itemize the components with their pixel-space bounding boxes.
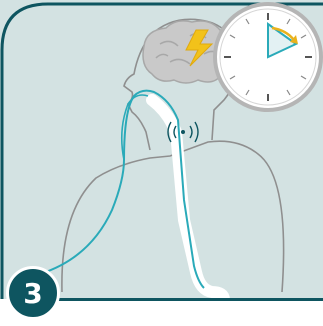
clock-icon [215,4,321,110]
step-number-badge: 3 [6,266,60,320]
step-number: 3 [23,277,42,310]
bottom-frame-line [58,298,323,301]
torso-outline [62,141,284,292]
